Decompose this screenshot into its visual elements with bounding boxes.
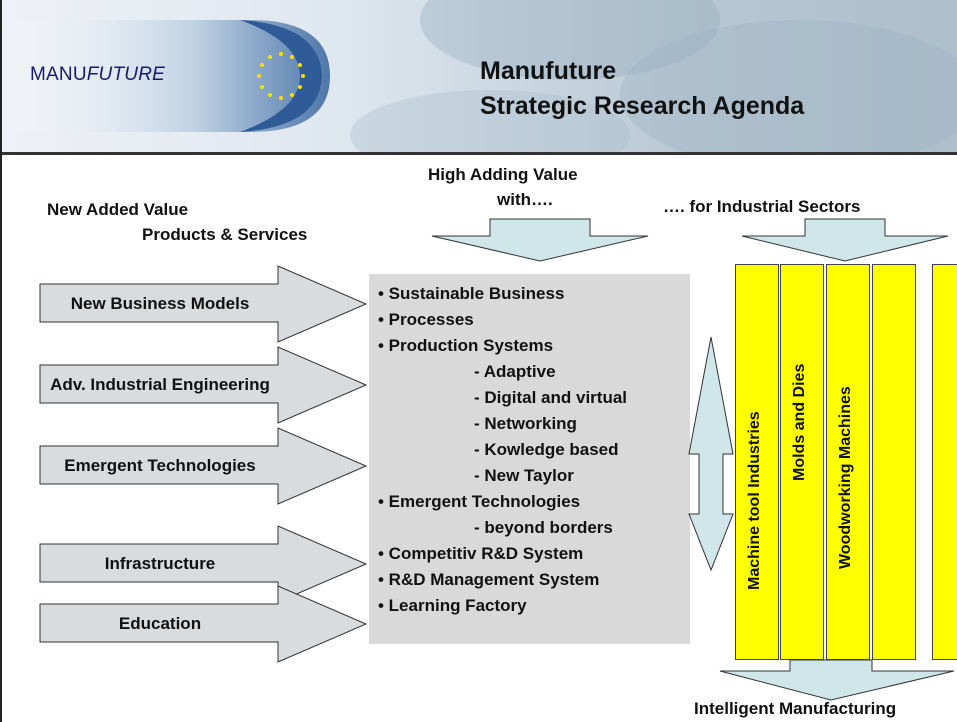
left-border: [0, 0, 2, 722]
industrial-sectors-label: …. for Industrial Sectors: [663, 197, 861, 216]
sector-label-machine-tool: Machine tool Industries: [746, 411, 763, 590]
center-list-box: [369, 274, 690, 644]
header-banner: MANUFUTURE Manufuture Strategic Research…: [0, 0, 957, 152]
list-item: • Learning Factory: [378, 596, 527, 615]
manufuture-logo: MANUFUTURE: [30, 64, 165, 86]
with-label: with….: [497, 190, 553, 209]
products-services-label: Products & Services: [142, 225, 308, 244]
down-arrow-center: [431, 218, 649, 262]
title-line2: Strategic Research Agenda: [480, 92, 805, 120]
double-arrow: [688, 336, 734, 572]
list-item: • R&D Management System: [378, 570, 600, 589]
logo-swoosh: [0, 20, 330, 132]
list-subitem: - Digital and virtual: [474, 388, 628, 407]
logo-part1: MANU: [30, 64, 87, 85]
sector-label-molds-dies: Molds and Dies: [791, 363, 808, 481]
sector-bar-woodworking: [826, 264, 870, 660]
sector-bar-machine-tool: [735, 264, 779, 660]
arrow-infrastructure: Infrastructure: [104, 554, 216, 573]
list-item: • Competitiv R&D System: [378, 544, 584, 563]
list-item: • Sustainable Business: [378, 284, 565, 303]
eu-stars-icon: [257, 52, 305, 100]
down-arrow-bottom: [719, 659, 955, 701]
arrow-adv-industrial-engineering: Adv. Industrial Engineering: [50, 375, 270, 394]
header-divider: [0, 152, 957, 155]
intelligent-manufacturing-label: Intelligent Manufacturing: [694, 699, 897, 718]
list-subitem: - beyond borders: [474, 518, 613, 537]
arrow-education: Education: [118, 614, 202, 633]
list-subitem: - New Taylor: [474, 466, 574, 485]
logo-part2: FUTURE: [86, 64, 165, 85]
sector-label-woodworking: Woodworking Machines: [837, 386, 854, 569]
list-item: • Emergent Technologies: [378, 492, 581, 511]
list-subitem: - Kowledge based: [474, 440, 619, 459]
left-arrows-svg: [39, 265, 368, 663]
list-item: • Processes: [378, 310, 474, 329]
sector-bar-molds-dies: [780, 264, 824, 660]
list-subitem: - Networking: [474, 414, 577, 433]
arrow-emergent-technologies: Emergent Technologies: [64, 456, 256, 475]
list-item: • Production Systems: [378, 336, 554, 355]
new-added-value-label: New Added Value: [47, 200, 189, 219]
title-line1: Manufuture: [480, 57, 617, 85]
list-subitem: - Adaptive: [474, 362, 556, 381]
background-texture: [620, 20, 957, 152]
sector-bar-empty: [872, 264, 916, 660]
sector-bar-empty: [932, 264, 957, 660]
high-adding-value-label: High Adding Value: [428, 165, 578, 184]
down-arrow-right: [741, 218, 949, 262]
arrow-new-business-models: New Business Models: [70, 294, 250, 313]
